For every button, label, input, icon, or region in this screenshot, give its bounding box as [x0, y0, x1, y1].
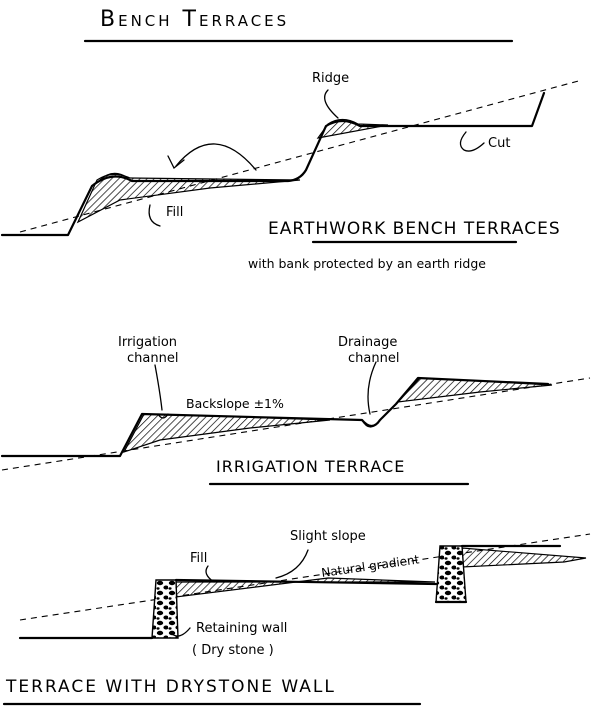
- drystone-natural-slope: [19, 533, 591, 621]
- drainage-leader: [367, 361, 377, 415]
- retaining-wall-lower: [151, 579, 179, 639]
- irrigation-leader: [154, 364, 163, 411]
- irrigation-fill-lower: [122, 413, 331, 454]
- fill-area-lower: [76, 173, 301, 224]
- drystone-heading: TERRACE WITH DRYSTONE WALL: [5, 677, 336, 697]
- retaining-wall-label-1: Retaining wall: [196, 621, 287, 636]
- earthwork-subtitle: with bank protected by an earth ridge: [248, 256, 486, 271]
- drainage-channel-dip: [361, 419, 381, 428]
- drystone-panel: Fill Slight slope Natural gradient Retai…: [2, 529, 591, 706]
- ridge-leader: [324, 89, 339, 119]
- fill-leader: [148, 204, 161, 227]
- retaining-wall-upper: [435, 545, 467, 603]
- irrigation-panel: Irrigation channel Drainage channel Back…: [0, 335, 591, 486]
- earthwork-profile: [0, 91, 546, 237]
- cut-leader: [459, 131, 485, 152]
- ridge-bump-lower: [99, 172, 129, 181]
- drystone-fill-upper: [461, 547, 587, 568]
- irrigation-channel-label-2: channel: [127, 351, 178, 366]
- retaining-wall-label-2: ( Dry stone ): [192, 643, 274, 658]
- drystone-fill-leader: [205, 565, 215, 583]
- natural-slope-line: [19, 79, 583, 233]
- drainage-channel-label-1: Drainage: [338, 335, 397, 350]
- retaining-wall-leader: [171, 627, 191, 637]
- drainage-channel-label-2: channel: [348, 351, 399, 366]
- irrigation-profile: [0, 376, 550, 458]
- drystone-fill-label: Fill: [190, 551, 207, 566]
- rotation-arc: [175, 143, 257, 171]
- cut-label: Cut: [488, 136, 510, 151]
- drystone-profile: [18, 544, 562, 640]
- main-title: Bench Terraces: [100, 7, 289, 32]
- earthwork-heading: EARTHWORK BENCH TERRACES: [268, 219, 561, 239]
- irrigation-heading: IRRIGATION TERRACE: [216, 457, 405, 476]
- backslope-label: Backslope ±1%: [186, 396, 284, 411]
- rotation-arrowhead: [167, 155, 185, 170]
- irrigation-channel-dip: [157, 413, 169, 419]
- slight-slope-leader: [275, 549, 309, 579]
- slight-slope-label: Slight slope: [290, 529, 366, 544]
- earthwork-panel: Ridge Cut Fill EARTHWORK BENCH TERRACES …: [0, 71, 583, 271]
- irrigation-channel-label-1: Irrigation: [118, 335, 177, 350]
- ridge-label: Ridge: [312, 71, 349, 86]
- fill-label: Fill: [166, 205, 183, 220]
- natural-gradient-label: Natural gradient: [320, 552, 420, 580]
